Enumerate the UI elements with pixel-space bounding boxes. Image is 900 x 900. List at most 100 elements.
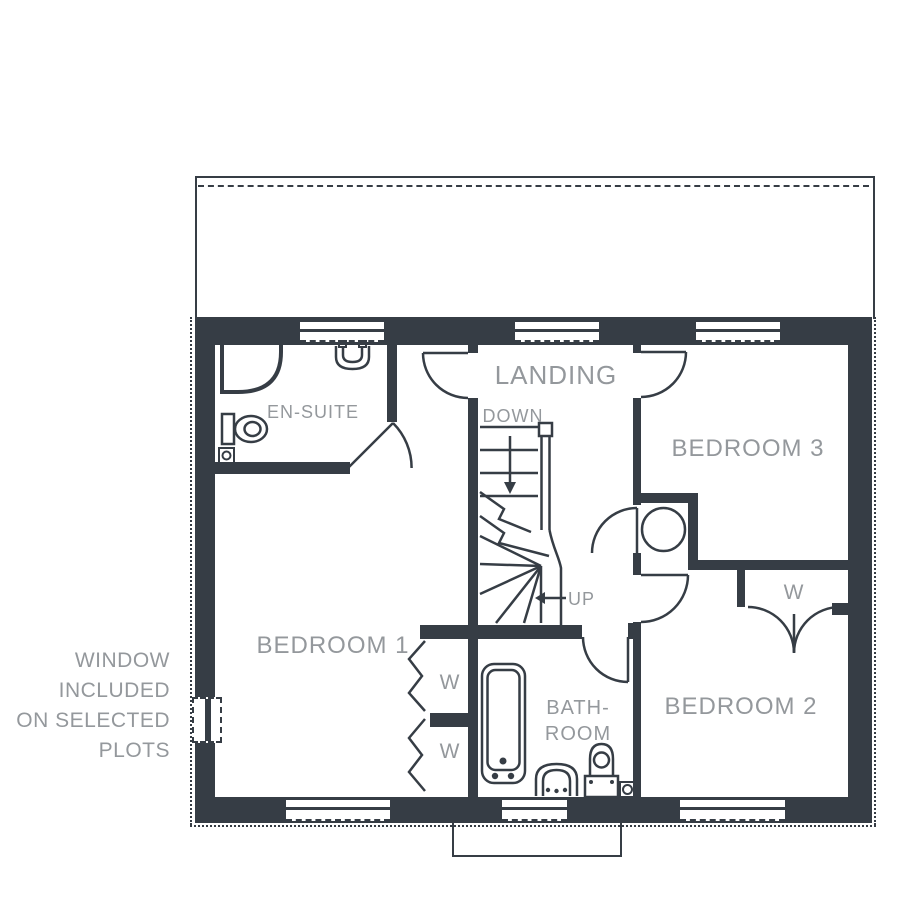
stair-newel-post	[537, 421, 554, 438]
bathtub-tap	[491, 772, 499, 780]
wall-right	[848, 345, 872, 823]
bathtub-inner	[486, 668, 521, 772]
label-bedroom3: BEDROOM 3	[671, 435, 825, 462]
sink-tap-dot	[545, 787, 551, 793]
label-wardrobe-2: W	[783, 581, 805, 604]
label-bathroom-line1: BATH-	[546, 697, 610, 719]
wall-wardrobe-divider	[430, 713, 478, 727]
ensuite-sink-inner	[341, 346, 364, 364]
door-arc-ensuite	[392, 422, 413, 469]
door-arc-bedroom3	[640, 351, 688, 399]
ensuite-toilet-cistern	[220, 412, 236, 446]
bathroom-sink-inner	[541, 768, 572, 796]
bifold-door-lower	[407, 718, 426, 792]
down-arrow-head	[504, 482, 516, 494]
bathtub-drain	[499, 757, 507, 765]
sink-tap-dot	[562, 787, 568, 793]
canopy-outline	[195, 176, 875, 319]
window-top-bedroom3	[696, 322, 780, 342]
stair-break-line	[479, 490, 532, 534]
door-arc-bedroom1	[421, 352, 469, 400]
window-note-line3: ON SELECTED	[16, 709, 170, 732]
door-arc-bathroom	[581, 636, 629, 684]
window-note-line2: INCLUDED	[58, 679, 170, 702]
wall-bed2-bed3-divider	[694, 560, 848, 570]
wardrobe2-door-arc-left	[747, 605, 796, 654]
drain-box-circle	[622, 784, 633, 795]
toilet-bowl-icon	[588, 742, 615, 776]
up-arrow-head	[535, 592, 545, 604]
window-mullion	[696, 329, 780, 332]
wall-wardrobe2-left-jamb	[737, 570, 745, 607]
footprint-dash-bottom	[190, 825, 876, 827]
bifold-door-upper	[407, 640, 426, 712]
toilet-bowl-inner	[592, 751, 611, 769]
label-wardrobe-1a: W	[439, 671, 461, 694]
window-bottom-bathroom	[502, 800, 567, 821]
water-cylinder-icon	[640, 506, 687, 553]
ensuite-toilet-bowl	[233, 414, 269, 444]
stair-winder	[479, 534, 542, 568]
window-mullion	[286, 807, 390, 810]
ensuite-sink-icon	[334, 346, 371, 371]
label-bathroom: BATH- ROOM	[539, 695, 617, 747]
wardrobe2-door-arc-right	[792, 605, 841, 654]
shower-tray-icon	[220, 338, 283, 394]
footprint-dash-right	[874, 317, 876, 825]
toilet-dot	[610, 780, 614, 784]
window-top-landing	[515, 322, 599, 342]
door-arc-cupboard	[590, 506, 638, 554]
window-mullion	[300, 329, 384, 332]
window-note-line4: PLOTS	[98, 739, 170, 762]
wall-ensuite-right	[387, 345, 397, 422]
wall-cupboard-right	[688, 503, 698, 570]
label-bedroom2: BEDROOM 2	[664, 693, 818, 720]
window-optional-left	[192, 697, 222, 743]
label-landing: LANDING	[494, 360, 618, 390]
label-ensuite: EN-SUITE	[266, 402, 359, 422]
label-up: UP	[568, 589, 596, 609]
window-mullion	[680, 807, 785, 810]
toilet-dot	[589, 780, 593, 784]
label-down: DOWN	[482, 406, 544, 426]
porch-outline	[452, 823, 622, 857]
label-wardrobe-1b: W	[439, 740, 461, 763]
ensuite-sink-tap	[358, 340, 367, 348]
window-mullion	[205, 699, 211, 741]
window-mullion	[502, 807, 567, 810]
stair-banister-curve	[548, 529, 563, 625]
window-note: WINDOW INCLUDED ON SELECTED PLOTS	[10, 646, 170, 766]
ensuite-toilet-bowl-inner	[243, 420, 262, 438]
wall-bathroom-top	[420, 625, 582, 639]
toilet-cistern-icon	[583, 774, 620, 799]
stair-winder	[479, 564, 542, 596]
ensuite-sink-tap	[338, 340, 347, 348]
canopy-dashed-line	[198, 185, 869, 187]
wall-landing-right-a	[633, 398, 641, 505]
wall-cupboard-top	[633, 493, 698, 503]
sink-tap-dot	[554, 788, 559, 794]
footprint-dash-left	[190, 317, 192, 825]
wall-landing-right-c	[633, 622, 641, 797]
stair-winder	[522, 565, 543, 624]
drain-box-icon	[619, 781, 636, 798]
wall-landing-right-b	[633, 553, 641, 575]
door-arc-bedroom2	[640, 574, 690, 624]
stair-winder	[495, 565, 542, 624]
wall-ensuite-bottom	[215, 462, 350, 474]
label-bathroom-line2: ROOM	[544, 723, 612, 745]
label-bedroom1: BEDROOM 1	[256, 632, 410, 659]
door-leaf-ensuite	[347, 422, 394, 469]
ensuite-soil-box	[218, 447, 235, 464]
wall-stair-stub-top	[468, 345, 478, 353]
wall-stair-left	[468, 398, 478, 797]
stair-winder	[479, 562, 542, 568]
wall-landing-right-stub	[633, 345, 641, 353]
window-bottom-bedroom2	[680, 800, 785, 821]
window-bottom-bedroom1	[286, 800, 390, 821]
ensuite-soil-circle	[221, 450, 232, 461]
bathroom-sink-icon	[534, 762, 579, 796]
stair-break-line	[479, 514, 550, 558]
